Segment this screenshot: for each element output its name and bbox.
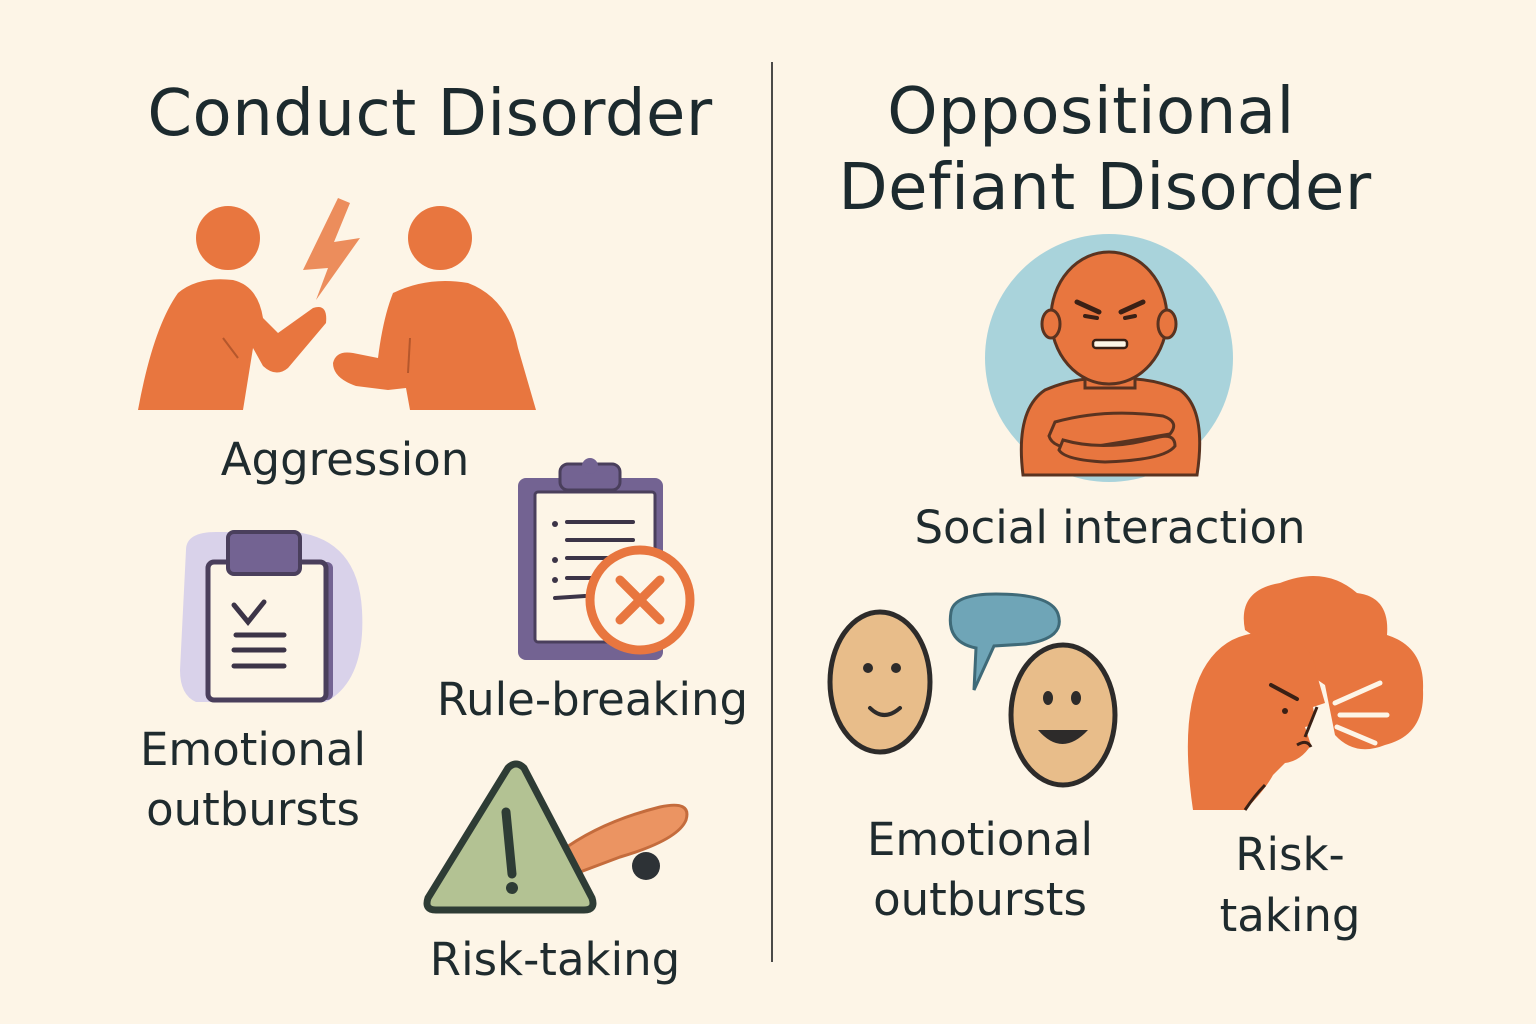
ood-emotional-outbursts-line2: outbursts [873, 873, 1087, 926]
right-title-line2: Defiant Disorder [838, 151, 1372, 225]
shouting-head-icon [1187, 575, 1424, 811]
clipboard-checklist-icon [180, 530, 363, 703]
ood-risk-taking-line2: taking [1219, 889, 1361, 942]
left-title: Conduct Disorder [147, 77, 713, 151]
social-interaction-label: Social interaction [914, 501, 1306, 554]
risk-taking-label: Risk-taking [429, 933, 681, 986]
ood-risk-taking-line1: Risk- [1235, 828, 1345, 881]
defiant-person-icon [985, 234, 1233, 482]
right-title-line1: Oppositional [887, 75, 1295, 149]
warning-skateboard-icon [423, 760, 689, 914]
ood-emotional-outbursts-line1: Emotional [866, 813, 1094, 866]
aggression-label: Aggression [220, 433, 470, 486]
column-divider [771, 62, 773, 962]
rule-breaking-label: Rule-breaking [436, 673, 749, 726]
clipboard-x-icon [518, 458, 695, 660]
talking-faces-icon [827, 592, 1118, 788]
emotional-outbursts-label: Emotional outbursts [139, 723, 367, 836]
two-people-conflict-icon [138, 198, 536, 410]
